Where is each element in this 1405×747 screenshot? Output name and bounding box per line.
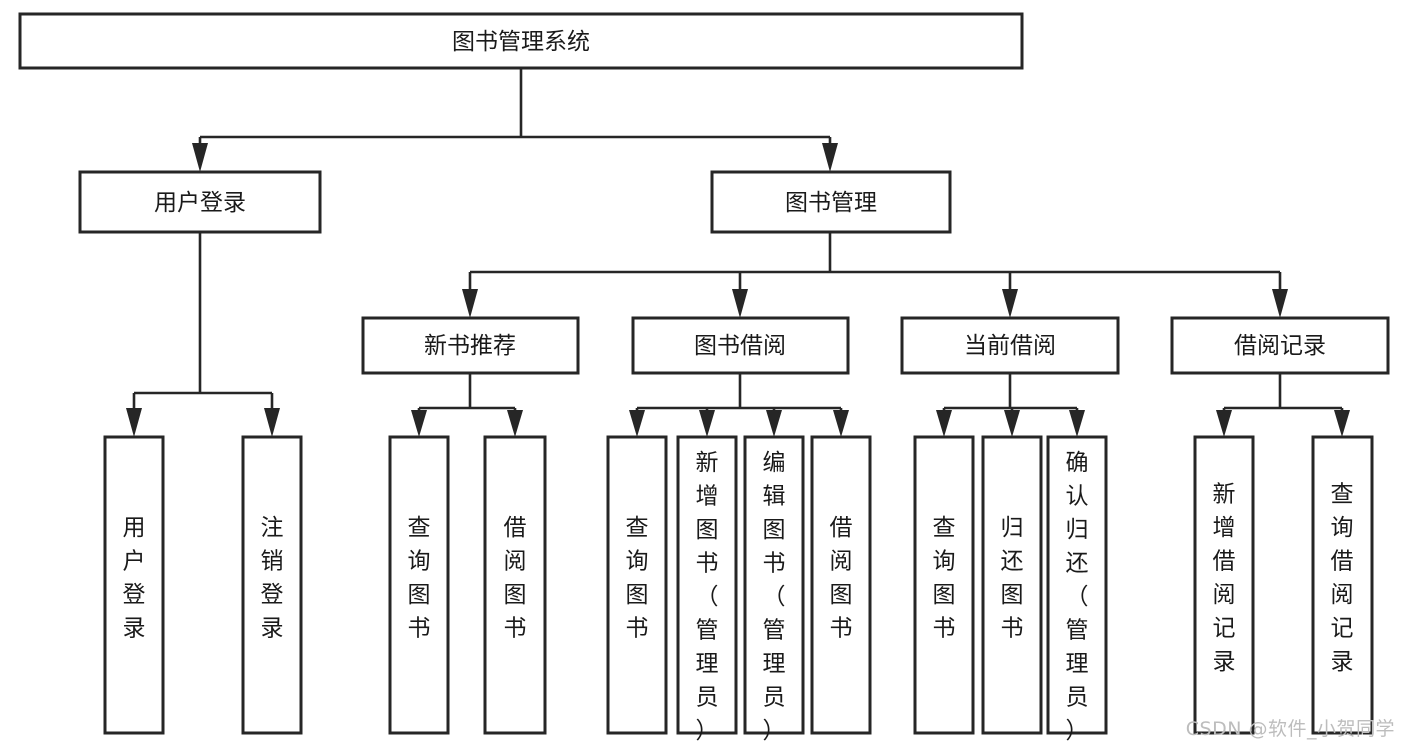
arrowhead-borrow	[732, 289, 748, 318]
node-borrow-records[interactable]: 借阅记录	[1170, 316, 1390, 375]
arrowhead-book-mgmt	[822, 143, 838, 172]
node-root[interactable]: 图书管理系统	[18, 12, 1024, 70]
leaf-bb-edit-book-box[interactable]	[743, 435, 805, 735]
arrowhead-nb-borrow	[507, 410, 523, 437]
leaf-bb-lend-book-label: 借阅图书	[830, 515, 853, 642]
leaf-logout-box[interactable]	[241, 435, 303, 735]
node-book-management-label: 图书管理	[785, 190, 877, 216]
arrowhead-cb-query	[936, 410, 952, 437]
leaf-bb-edit-book-label: 编辑图书（管理员）	[763, 450, 786, 744]
leaf-bb-query-book-box[interactable]	[606, 435, 668, 735]
leaf-bb-edit-book[interactable]: 编辑图书（管理员）	[743, 435, 805, 744]
leaf-bb-add-book-label: 新增图书（管理员）	[696, 450, 719, 744]
node-book-borrow[interactable]: 图书借阅	[631, 316, 850, 375]
node-new-book-recommend[interactable]: 新书推荐	[361, 316, 580, 375]
arrowhead-new-books	[462, 289, 478, 318]
leaf-bb-lend-book[interactable]: 借阅图书	[810, 435, 872, 735]
leaf-nb-borrow-book[interactable]: 借阅图书	[483, 435, 547, 735]
arrowhead-bq-add	[699, 410, 715, 437]
node-current-borrow-box[interactable]	[900, 316, 1120, 375]
leaf-logout[interactable]: 注销登录	[241, 435, 303, 735]
leaf-user-login-box[interactable]	[103, 435, 165, 735]
leaf-br-query-record[interactable]: 查询借阅记录	[1311, 435, 1374, 735]
leaf-nb-query-book-box[interactable]	[388, 435, 450, 735]
leaf-cb-confirm-return-box[interactable]	[1046, 435, 1108, 735]
leaf-nb-query-book[interactable]: 查询图书	[388, 435, 450, 735]
arrowhead-bq-query	[629, 410, 645, 437]
node-new-book-recommend-box[interactable]	[361, 316, 580, 375]
leaf-br-add-record-label: 新增借阅记录	[1213, 481, 1236, 675]
node-user-login-label: 用户登录	[154, 190, 246, 216]
leaf-nb-query-book-label: 查询图书	[408, 515, 431, 642]
node-current-borrow-label: 当前借阅	[964, 333, 1056, 359]
leaf-cb-confirm-return[interactable]: 确认归还（管理员）	[1046, 435, 1108, 744]
leaf-br-query-record-label: 查询借阅记录	[1331, 481, 1354, 675]
node-book-borrow-box[interactable]	[631, 316, 850, 375]
arrowhead-cb-confirm	[1069, 410, 1085, 437]
leaf-bb-query-book-label: 查询图书	[626, 515, 649, 642]
arrowhead-bq-edit	[766, 410, 782, 437]
arrowhead-leaf-logout	[264, 408, 280, 437]
node-user-login-box[interactable]	[78, 170, 322, 234]
leaf-bb-query-book[interactable]: 查询图书	[606, 435, 668, 735]
arrowhead-nb-query	[411, 410, 427, 437]
node-current-borrow[interactable]: 当前借阅	[900, 316, 1120, 375]
node-borrow-records-label: 借阅记录	[1234, 333, 1326, 359]
node-borrow-records-box[interactable]	[1170, 316, 1390, 375]
arrowhead-user-login	[192, 143, 208, 172]
node-user-login[interactable]: 用户登录	[78, 170, 322, 234]
leaf-bb-lend-book-box[interactable]	[810, 435, 872, 735]
node-root-box[interactable]	[18, 12, 1024, 70]
leaf-cb-query-book-box[interactable]	[913, 435, 975, 735]
leaf-logout-label: 注销登录	[261, 515, 284, 642]
leaf-user-login[interactable]: 用户登录	[103, 435, 165, 735]
node-book-management[interactable]: 图书管理	[710, 170, 952, 234]
leaf-br-add-record[interactable]: 新增借阅记录	[1193, 435, 1255, 735]
arrowhead-br-query	[1334, 410, 1350, 437]
leaf-bb-add-book-box[interactable]	[676, 435, 738, 735]
connector-layer	[126, 68, 1350, 437]
node-book-borrow-label: 图书借阅	[694, 333, 786, 359]
leaf-cb-confirm-return-label: 确认归还（管理员）	[1066, 450, 1089, 744]
leaf-cb-return-book[interactable]: 归还图书	[981, 435, 1043, 735]
leaf-nb-borrow-book-label: 借阅图书	[504, 515, 527, 642]
node-root-label: 图书管理系统	[452, 29, 590, 55]
leaf-bb-add-book[interactable]: 新增图书（管理员）	[676, 435, 738, 744]
arrowhead-current-borrow	[1002, 289, 1018, 318]
node-book-management-box[interactable]	[710, 170, 952, 234]
leaf-cb-return-book-box[interactable]	[981, 435, 1043, 735]
arrowhead-br-add	[1216, 410, 1232, 437]
leaf-br-query-record-box[interactable]	[1311, 435, 1374, 735]
leaf-cb-return-book-label: 归还图书	[1001, 515, 1024, 642]
arrowhead-cb-return	[1004, 410, 1020, 437]
arrowhead-bq-lend	[833, 410, 849, 437]
arrowhead-leaf-user-login	[126, 408, 142, 437]
leaf-nb-borrow-book-box[interactable]	[483, 435, 547, 735]
leaf-br-add-record-box[interactable]	[1193, 435, 1255, 735]
leaf-cb-query-book[interactable]: 查询图书	[913, 435, 975, 735]
leaf-user-login-label: 用户登录	[123, 515, 146, 642]
leaf-cb-query-book-label: 查询图书	[933, 515, 956, 642]
arrowhead-borrow-records	[1272, 289, 1288, 318]
node-new-book-recommend-label: 新书推荐	[424, 333, 516, 359]
